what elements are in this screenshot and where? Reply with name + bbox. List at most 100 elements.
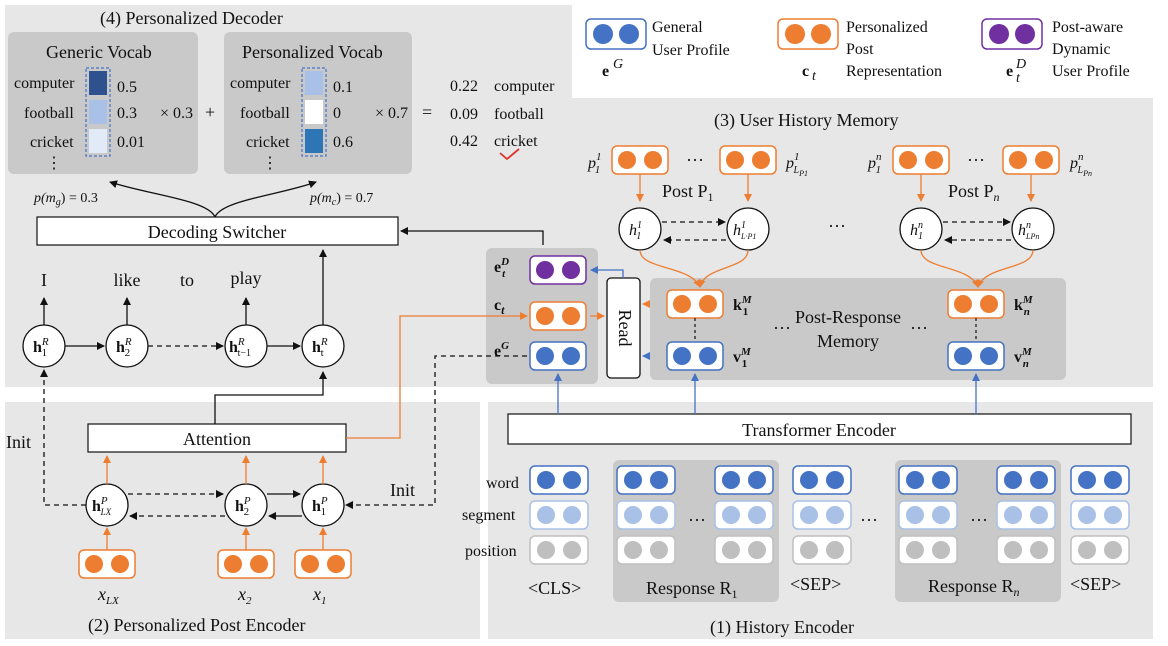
embedding-dot [537,541,555,559]
embedding-dot [624,506,642,524]
generic-vdots: ⋮ [46,155,62,172]
embedding-dot [1078,541,1096,559]
p-mc: p(m [309,191,332,206]
embedding-dot [906,541,924,559]
embedding-dot [932,506,950,524]
embedding-dot [563,506,581,524]
init-left: Init [6,432,31,452]
row-word: word [486,475,519,492]
legend-dyn-3: User Profile [1052,63,1130,80]
transformer-encoder [507,413,1132,445]
transformer-label: Transformer Encoder [742,420,896,440]
legend-dyn-1: Post-aware [1052,19,1123,36]
out-word-1: like [114,270,141,290]
svg-text:hRt: hRt [312,336,328,359]
legend: General User Profile e G Personalized Po… [585,18,1130,86]
attention-label: Attention [183,429,251,449]
legend-post-sub: t [812,69,817,84]
row-segment: segment [462,507,516,524]
embedding-dot [1104,471,1122,489]
embedding-dot [1104,541,1122,559]
embedding-dot [1030,506,1048,524]
legend-general-sym: e [602,63,609,80]
generic-val-1: 0.3 [117,105,137,122]
between-ellipsis: ··· [860,510,878,530]
svg-text:hP2: hP2 [235,495,251,518]
embedding-dot [748,471,766,489]
legend-general-2: User Profile [652,42,730,59]
embedding-dot [932,541,950,559]
post-pn-label: Post Pn [948,181,1000,204]
resp1-ellipsis: ··· [688,510,706,530]
mult-generic: × 0.3 [160,105,193,122]
embedding-dot [800,506,818,524]
out-word-0: I [41,270,47,290]
result-word-2: cricket [494,133,538,150]
generic-val-0: 0.5 [117,79,137,96]
personal-word-2: cricket [246,134,290,151]
embedding-dot [722,471,740,489]
embedding-dot [1030,541,1048,559]
memory-ellipsis-2: ··· [910,318,928,338]
svg-text:pn1: pn1 [867,151,882,176]
embedding-dot [650,471,668,489]
generic-val-2: 0.01 [117,134,145,151]
embedding-dot [624,471,642,489]
result-word-0: computer [494,78,555,95]
embedding-dot [1004,541,1022,559]
generic-word-2: cricket [30,134,74,151]
legend-post-sym: c [802,63,809,80]
ct-label: ct [494,297,505,317]
legend-dyn-sup: D [1015,57,1026,72]
embedding-dot [650,541,668,559]
embedding-dot [748,506,766,524]
p-mc-sub: c [332,197,337,208]
svg-text:···: ··· [686,150,704,170]
decoding-switcher-label: Decoding Switcher [148,222,286,242]
generic-word-0: computer [14,75,75,92]
legend-dyn-sym: e [1006,63,1013,80]
embedding-dot [722,541,740,559]
out-word-2: to [180,270,194,290]
decoder-title: (4) Personalized Decoder [100,8,283,29]
svg-text:hP1: hP1 [312,495,328,518]
generic-word-1: football [24,105,74,122]
memory-label-1: Post-Response [795,307,901,327]
cls-token: <CLS> [528,578,581,598]
svg-text:x2: x2 [237,584,252,607]
memory-title: (3) User History Memory [714,110,898,131]
svg-text:x1: x1 [312,584,327,607]
embedding-dot [1078,506,1096,524]
embedding-dot [826,471,844,489]
respn-ellipsis: ··· [970,510,988,530]
legend-dyn-sub: t [1016,71,1021,86]
sep-token-n: <SEP> [1070,574,1121,594]
generic-vocab-box: Generic Vocab computer football cricket … [8,32,198,174]
legend-post-1: Personalized [846,19,928,36]
p-mg: p(m [33,191,56,206]
embedding-dot [624,541,642,559]
embedding-dot [906,506,924,524]
personal-val-0: 0.1 [333,79,353,96]
legend-dyn-2: Dynamic [1052,41,1111,58]
svg-text:···: ··· [967,150,985,170]
svg-text:p(mc) = 0.7: p(mc) = 0.7 [309,191,373,208]
response-n-block [895,460,1061,602]
personalized-vocab-box: Personalized Vocab computer football cri… [224,32,412,174]
plus-sign: + [205,102,215,122]
generic-vocab-title: Generic Vocab [46,42,152,62]
p-mg-val: ) = 0.3 [61,191,98,206]
embedding-dot [826,506,844,524]
embedding-dot [906,471,924,489]
out-word-3: play [231,268,262,288]
p-mc-val: ) = 0.7 [336,191,373,206]
legend-general-sup: G [613,57,623,72]
row-position: position [465,543,517,560]
